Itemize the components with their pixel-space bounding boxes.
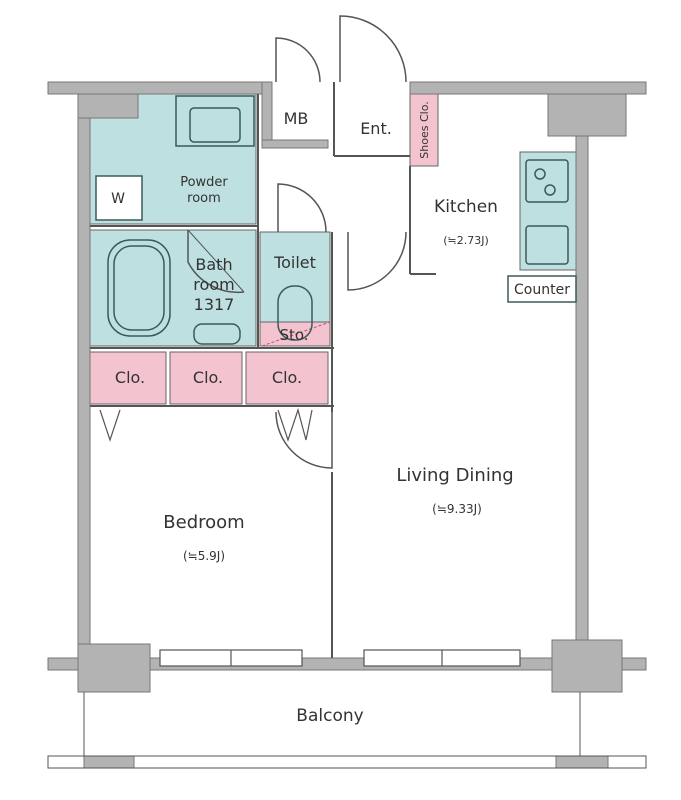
bathtub-inner xyxy=(113,245,165,331)
top-wall-mb xyxy=(261,81,273,147)
closet-3-area xyxy=(245,351,329,405)
storage-label: Sto. xyxy=(279,326,308,344)
burner-2 xyxy=(544,184,556,196)
living-door xyxy=(347,231,407,291)
toilet-label: Toilet xyxy=(273,253,316,272)
washer-label: W xyxy=(111,191,125,207)
closet-label-3: Clo. xyxy=(272,368,302,387)
counter-box xyxy=(507,275,577,303)
mb-door xyxy=(275,37,321,83)
fixtures xyxy=(95,95,577,345)
burner-1 xyxy=(534,168,546,180)
bathtub xyxy=(107,239,171,337)
kitchen-counter-area xyxy=(519,151,577,271)
washer-box xyxy=(95,175,143,221)
toilet-door xyxy=(277,183,327,233)
bedroom-label: Bedroom xyxy=(163,512,244,533)
washbasin xyxy=(189,107,241,143)
toilet-bowl xyxy=(277,285,313,341)
partitions xyxy=(90,82,436,658)
stove xyxy=(525,159,569,203)
shoes-closet-area xyxy=(409,93,439,167)
storage-diagonal xyxy=(261,321,331,347)
closet-2-area xyxy=(169,351,243,405)
balcony xyxy=(47,692,647,769)
closet-label-2: Clo. xyxy=(193,368,223,387)
right-column xyxy=(575,135,589,657)
bath-door-leaf xyxy=(187,229,245,293)
living-dining-label: Living Dining xyxy=(396,465,513,486)
bottom-left-pillar xyxy=(77,643,151,693)
entrance-label: Ent. xyxy=(360,119,392,138)
bathroom-area xyxy=(89,229,257,347)
kitchen-label: Kitchen xyxy=(434,197,498,217)
top-wall-left xyxy=(47,81,267,95)
closet-areas xyxy=(89,93,439,405)
top-wall-right xyxy=(409,81,647,95)
bathroom-label-3: 1317 xyxy=(194,295,235,314)
left-column xyxy=(77,93,91,665)
balcony-label: Balcony xyxy=(296,706,363,726)
balcony-rail-left-post xyxy=(83,755,135,769)
powder-room-label-2: room xyxy=(187,191,221,206)
doors xyxy=(187,15,407,469)
bathroom-label-2: room xyxy=(193,275,234,294)
bottom-right-pillar xyxy=(551,639,623,693)
washbasin-counter xyxy=(175,95,255,147)
bathroom-label-1: Bath xyxy=(195,255,232,274)
closet-bifold-doors xyxy=(99,407,313,442)
mb-label: MB xyxy=(284,109,309,128)
bedroom-door xyxy=(275,411,333,469)
bedroom-size: (≒5.9J) xyxy=(183,549,225,563)
entrance-door xyxy=(339,15,407,83)
balcony-rail xyxy=(47,755,647,769)
windows xyxy=(159,649,521,667)
mb-bottom-wall xyxy=(261,139,329,149)
kitchen-sink xyxy=(525,225,569,265)
closet-label-1: Clo. xyxy=(115,368,145,387)
wet-areas xyxy=(89,93,577,347)
balcony-rail-right-post xyxy=(555,755,609,769)
bath-door xyxy=(187,230,245,294)
counter-label: Counter xyxy=(514,282,570,298)
top-left-pillar xyxy=(77,93,139,119)
bedroom-closet-bifold-1 xyxy=(99,409,121,442)
bedroom-closet-bifold-2 xyxy=(277,407,313,442)
top-right-pillar xyxy=(547,93,627,137)
bath-sink xyxy=(193,323,241,345)
powder-room-label-1: Powder xyxy=(180,175,228,190)
living-dining-size: (≒9.33J) xyxy=(432,502,482,516)
shoes-closet-label: Shoes Clo. xyxy=(418,101,431,158)
kitchen-size: (≒2.73J) xyxy=(443,234,489,247)
